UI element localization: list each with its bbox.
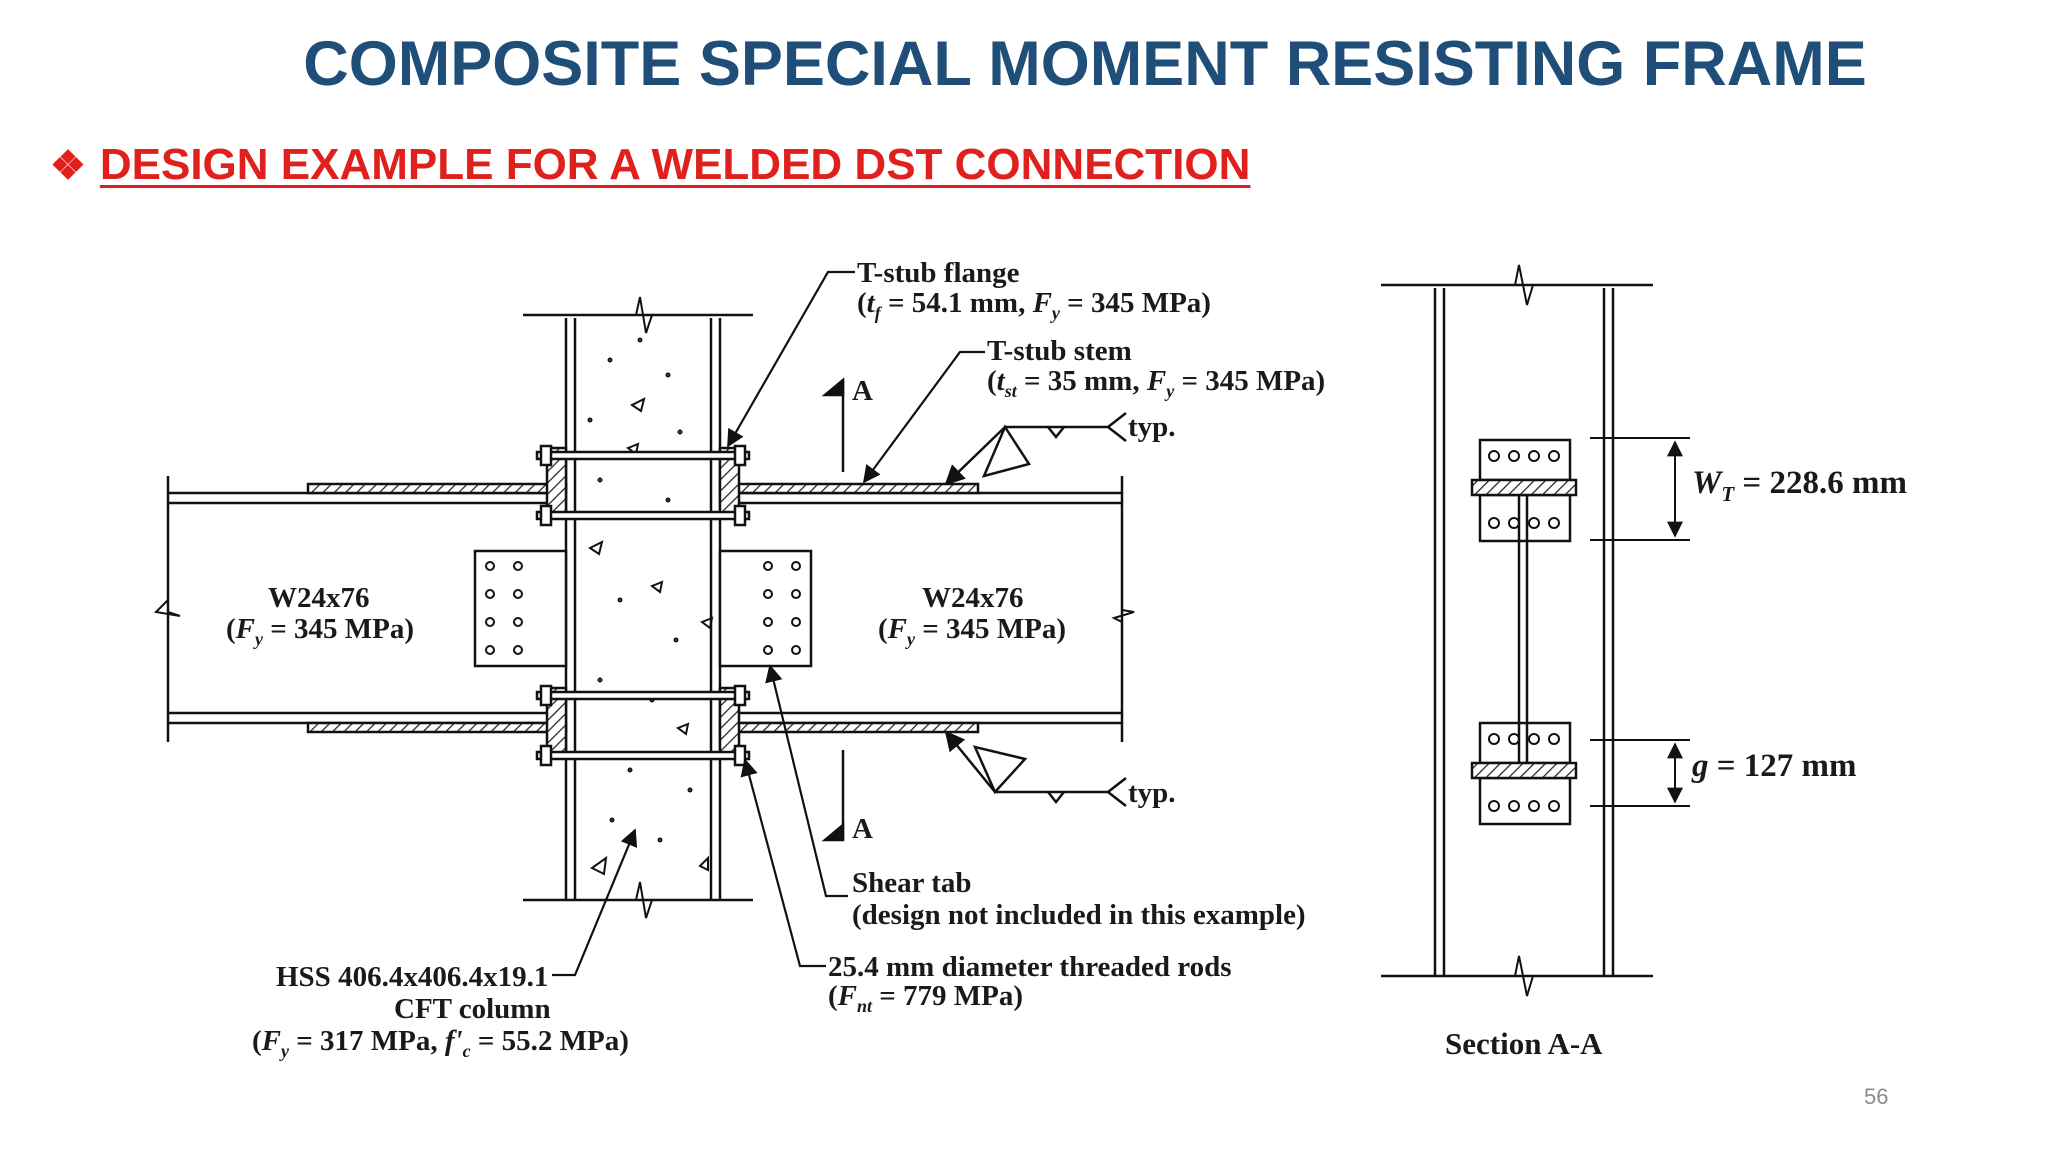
section-mark-top: A <box>852 375 873 407</box>
slide-subtitle: ❖ DESIGN EXAMPLE FOR A WELDED DST CONNECT… <box>50 140 1250 190</box>
weld-symbols <box>944 412 1127 807</box>
right-beam-label: W24x76 <box>922 582 1024 614</box>
leader-lines <box>552 270 985 977</box>
wt-dimension: WT = 228.6 mm <box>1692 465 1907 506</box>
typ-bottom-label: typ. <box>1128 777 1176 809</box>
section-mark-bottom: A <box>852 813 873 845</box>
column-label: HSS 406.4x406.4x19.1 <box>276 961 548 993</box>
tstub-stem-props: (tst = 35 mm, Fy = 345 MPa) <box>987 365 1325 401</box>
shear-tab-label: Shear tab <box>852 867 972 899</box>
typ-top-label: typ. <box>1128 411 1176 443</box>
column-type: CFT column <box>394 993 551 1025</box>
section-label: Section A-A <box>1445 1026 1603 1061</box>
tstub-flange-label: T-stub flange <box>857 257 1020 289</box>
threaded-rods <box>535 444 751 767</box>
column-props: (Fy = 317 MPa, f'c = 55.2 MPa) <box>252 1025 629 1061</box>
page-number: 56 <box>1864 1084 1889 1109</box>
elevation-view <box>153 270 1135 977</box>
left-beam-label: W24x76 <box>268 582 370 614</box>
shear-tab-note: (design not included in this example) <box>852 899 1306 931</box>
shear-tabs <box>473 549 813 668</box>
left-beam-props: (Fy = 345 MPa) <box>226 613 414 649</box>
section-cut-markers <box>821 377 845 842</box>
diamond-bullet-icon: ❖ <box>50 144 86 188</box>
tstub-stem-label: T-stub stem <box>987 335 1132 367</box>
concrete-fill <box>587 337 714 876</box>
threaded-rods-props: (Fnt = 779 MPa) <box>828 980 1023 1016</box>
tstub-flange-props: (tf = 54.1 mm, Fy = 345 MPa) <box>857 287 1211 323</box>
right-beam-props: (Fy = 345 MPa) <box>878 613 1066 649</box>
threaded-rods-label: 25.4 mm diameter threaded rods <box>828 951 1232 983</box>
section-labels: WT = 228.6 mm g = 127 mm Section A-A <box>1445 465 1907 1061</box>
section-a-a-view <box>1381 264 1690 997</box>
g-dimension: g = 127 mm <box>1691 748 1857 784</box>
subtitle-text: DESIGN EXAMPLE FOR A WELDED DST CONNECTI… <box>99 140 1251 189</box>
slide-title: COMPOSITE SPECIAL MOMENT RESISTING FRAME <box>303 29 1867 99</box>
